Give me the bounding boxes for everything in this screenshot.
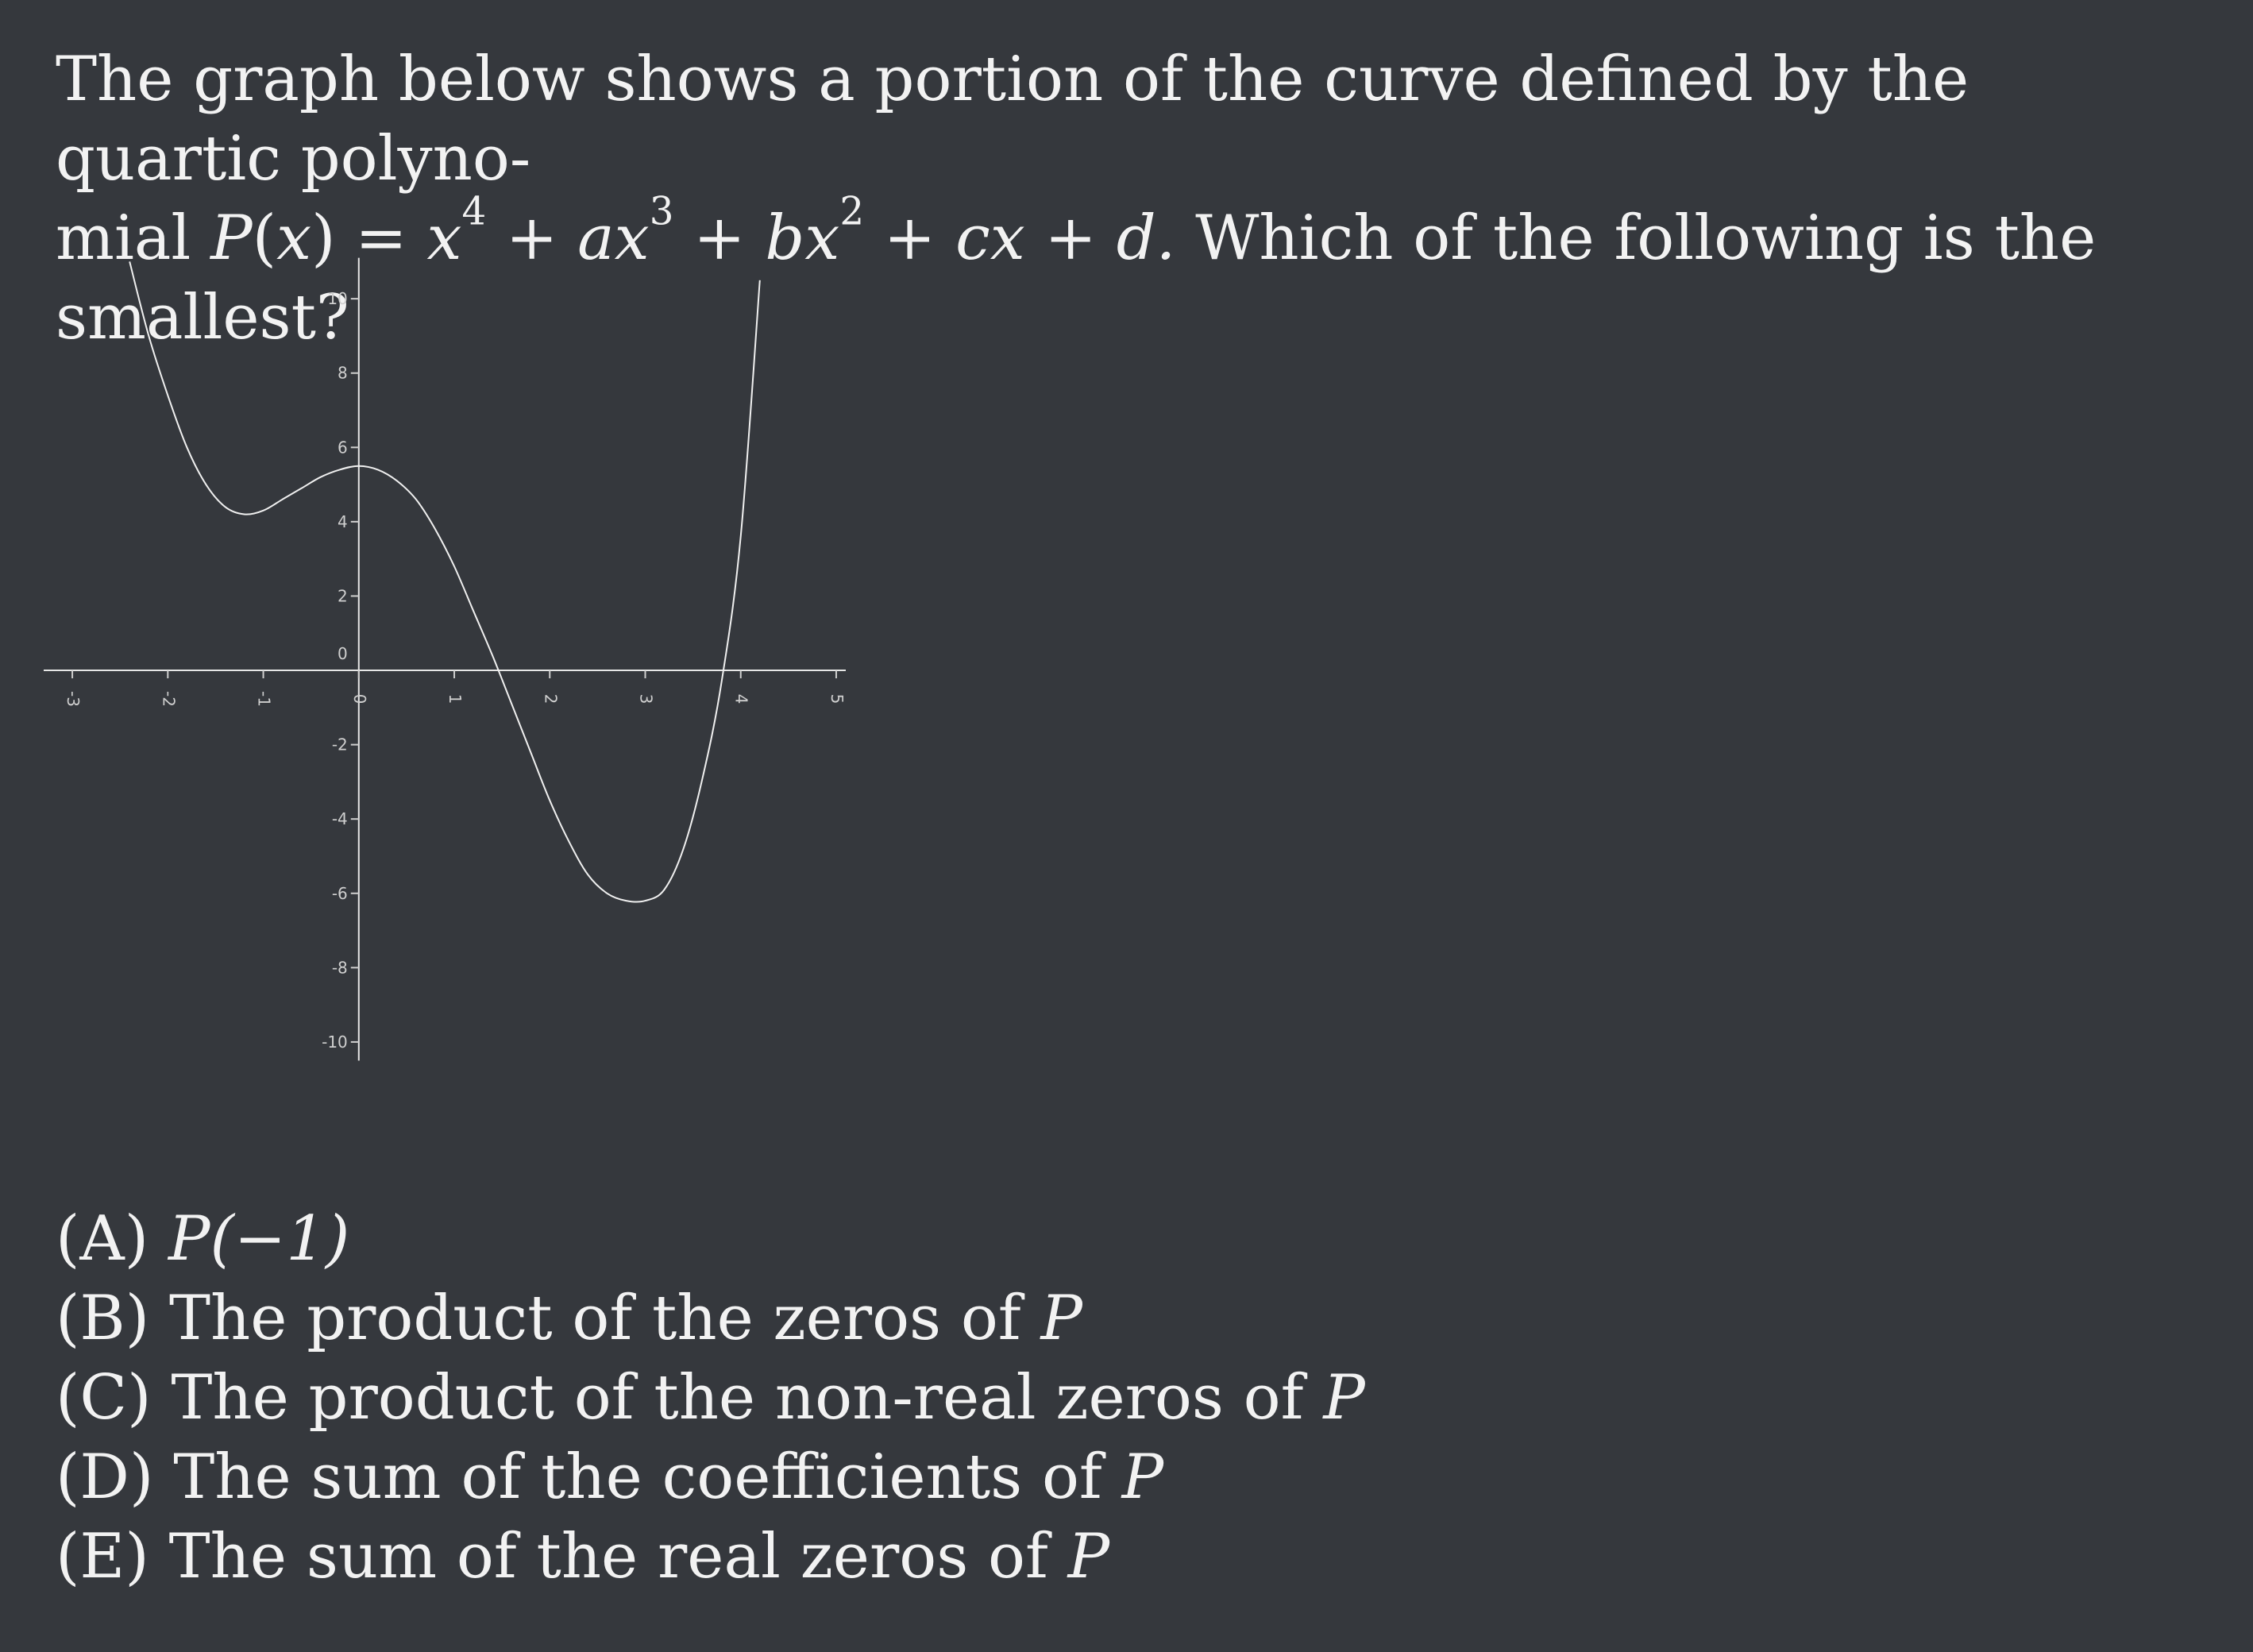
exp-3: 3 [649, 189, 674, 234]
x-tick-label: 2 [541, 694, 560, 704]
y-tick-label: 2 [338, 586, 348, 605]
choice-d-text: The sum of the coefficients of [173, 1442, 1102, 1513]
choice-d-letter: (D) [56, 1442, 154, 1513]
fn-var: x [276, 203, 312, 274]
choice-b-letter: (B) [56, 1283, 150, 1354]
choice-e[interactable]: (E) The sum of the real zeros of P [56, 1517, 1365, 1596]
x-tick-label: -3 [64, 691, 83, 707]
exp-2: 2 [839, 189, 865, 234]
term-cx-d: + cx + d. [883, 203, 1176, 274]
fn-name: P [210, 203, 253, 274]
y-tick-label: -2 [332, 735, 348, 755]
x-tick-label: 5 [828, 694, 846, 704]
choice-e-letter: (E) [56, 1521, 149, 1592]
term-bx2: + bx [693, 203, 840, 274]
x-tick-label: 1 [446, 694, 465, 704]
x-tick-label: -1 [255, 691, 274, 707]
y-tick-label: -8 [332, 958, 348, 977]
choice-c-letter: (C) [56, 1362, 152, 1434]
choice-b[interactable]: (B) The product of the zeros of P [56, 1279, 1365, 1358]
axes [44, 257, 846, 1061]
question-text: The graph below shows a portion of the c… [56, 40, 2208, 357]
question-line-1: The graph below shows a portion of the c… [56, 44, 1969, 195]
choice-a[interactable]: (A) P(−1) [56, 1199, 1365, 1279]
choice-e-text: The sum of the real zeros of [168, 1521, 1048, 1592]
answer-choices: (A) P(−1) (B) The product of the zeros o… [56, 1199, 1365, 1596]
y-tick-label: 6 [338, 438, 348, 457]
choice-d-math: P [1121, 1442, 1164, 1513]
y-tick-label: -6 [332, 884, 348, 903]
choice-d[interactable]: (D) The sum of the coefficients of P [56, 1438, 1365, 1517]
polynomial-curve [129, 261, 761, 903]
question-line2-start: mial [56, 203, 191, 274]
x-tick-label: 4 [732, 694, 751, 704]
y-tick-label: -4 [332, 809, 348, 828]
polynomial-expression: P(x) = x4 + ax3 + bx2 + cx + d. [210, 189, 1176, 274]
term-ax3: + ax [506, 203, 650, 274]
y-tick-label: 10 [327, 289, 347, 308]
choice-c[interactable]: (C) The product of the non-real zeros of… [56, 1358, 1365, 1438]
choice-b-math: P [1040, 1283, 1082, 1354]
choice-c-math: P [1323, 1362, 1365, 1434]
choice-a-math: P(−1) [168, 1203, 350, 1275]
y-tick-label: -10 [322, 1032, 348, 1052]
y-tick-label: 0 [338, 644, 348, 663]
choice-e-math: P [1067, 1521, 1110, 1592]
choice-b-text: The product of the zeros of [168, 1283, 1021, 1354]
choice-c-text: The product of the non-real zeros of [171, 1362, 1304, 1434]
question-ask: Which of the following is the smallest? [56, 203, 2097, 353]
choice-a-letter: (A) [56, 1203, 149, 1275]
exp-4: 4 [461, 189, 487, 234]
x-tick-label: -2 [159, 691, 178, 707]
x-tick-label: 3 [637, 694, 656, 704]
x-tick-label: 0 [350, 694, 369, 704]
curve-series [129, 261, 761, 903]
y-tick-label: 4 [338, 512, 348, 531]
y-tick-label: 8 [338, 364, 348, 383]
term-x4: x [426, 203, 462, 274]
question-line-2: mial P(x) = x4 + ax3 + bx2 + cx + d. Whi… [56, 189, 2208, 357]
